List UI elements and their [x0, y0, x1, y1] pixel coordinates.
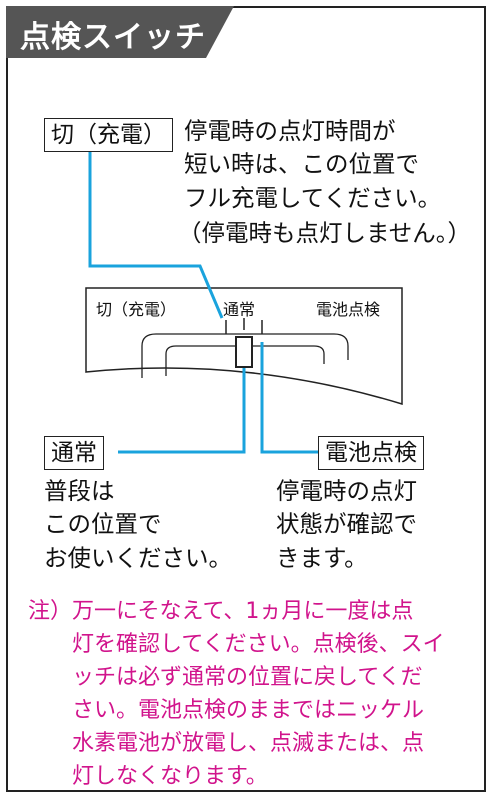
switch-label-normal: 通常	[223, 300, 256, 319]
off-desc-line-4: （停電時も点灯しません。）	[178, 219, 472, 247]
normal-label: 通常	[44, 436, 104, 470]
header-tab-shape	[6, 6, 234, 58]
switch-label-off: 切（充電）	[96, 300, 177, 319]
off-charge-label: 切（充電）	[44, 118, 173, 152]
off-desc-line-1: 停電時の点灯時間が	[184, 117, 396, 145]
normal-desc-line-1: 普段は	[44, 477, 115, 505]
leader-line-battery	[260, 342, 318, 454]
switch-track-outer	[141, 333, 349, 378]
note-line-4: さい。電池点検のままではニッケル	[72, 698, 425, 723]
note-line-3: ッチは必ず通常の位置に戻してくだ	[72, 665, 423, 690]
page-title: 点検スイッチ	[20, 20, 206, 55]
note-line-6: 灯しなくなります。	[72, 764, 268, 789]
normal-desc-line-3: お使いください。	[44, 544, 232, 572]
note-line-2: 灯を確認してください。点検後、スイ	[72, 632, 445, 657]
normal-desc-line-2: この位置で	[44, 510, 162, 538]
header-tab: 点検スイッチ	[6, 6, 234, 58]
battery-desc-line-2: 状態が確認で	[276, 510, 417, 538]
switch-knob[interactable]	[235, 336, 253, 368]
leader-line-off	[88, 152, 224, 319]
note-line-5: 水素電池が放電し、点滅または、点	[72, 731, 425, 756]
battery-check-label: 電池点検	[318, 436, 424, 470]
battery-desc-line-1: 停電時の点灯	[276, 477, 417, 505]
battery-desc-line-3: きます。	[276, 544, 368, 572]
page-frame	[6, 6, 486, 792]
note-line-1: 注）万一にそなえて、1ヵ月に一度は点	[28, 599, 414, 624]
off-desc-line-3: フル充電してください。	[184, 184, 442, 212]
off-desc-line-2: 短い時は、この位置で	[184, 150, 419, 178]
switch-label-battery: 電池点検	[316, 300, 381, 319]
leader-line-normal	[118, 368, 246, 454]
